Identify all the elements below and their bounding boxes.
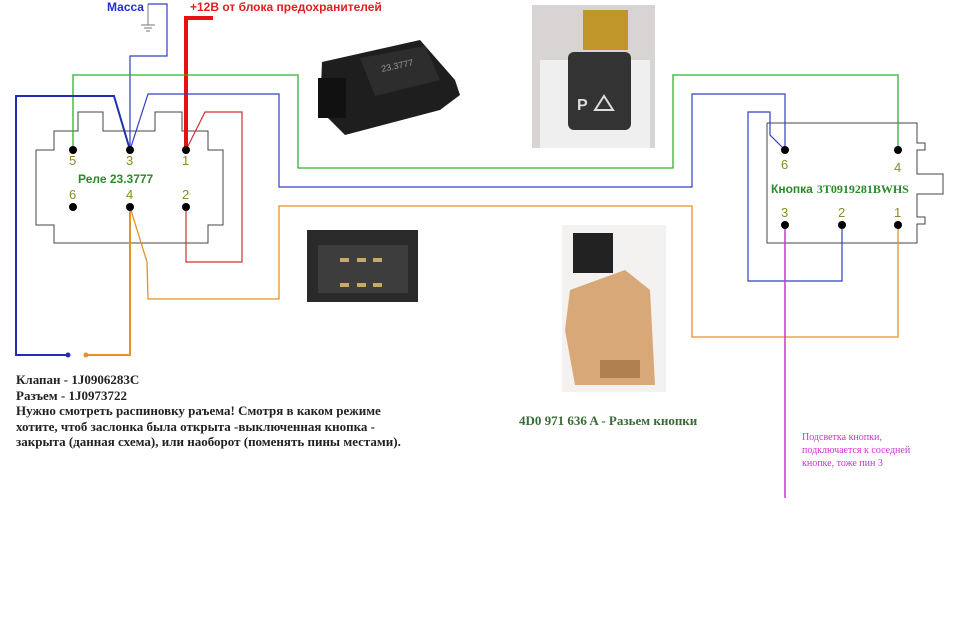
button-pin-1: 1 (894, 205, 902, 220)
relay-pin-dots (65, 146, 190, 358)
backlight-note-line: кнопке, тоже пин 3 (802, 458, 883, 469)
relay-title: Реле 23.3777 (78, 172, 154, 186)
green-wire (72, 74, 899, 169)
relay-pin-5: 5 (69, 153, 77, 168)
relay-pin-3: 3 (126, 153, 134, 168)
relay-pin-6: 6 (69, 187, 77, 202)
relay-connector-photo (307, 230, 418, 302)
pinout-note: Нужно смотреть распиновку раъема! Смотря… (16, 403, 401, 449)
power-wire (184, 16, 213, 150)
button-photo: P (532, 5, 655, 148)
power-label: +12В от блока предохранителей (190, 0, 382, 14)
orange-wire-button1 (129, 205, 899, 338)
notes: Клапан - 1J0906283C Разъем - 1J0973722 Н… (16, 372, 416, 450)
button-outline (766, 122, 944, 244)
button-plug-photo (562, 225, 666, 392)
connector-caption: 4D0 971 636 A - Разьем кнопки (519, 413, 698, 428)
button-pin-dots (781, 146, 902, 229)
button-part-number: 3T0919281BWHS (816, 182, 909, 196)
button-pin-4: 4 (894, 160, 902, 175)
button-title: Кнопка 3T0919281BWHS (771, 180, 909, 198)
blue-wire-button-bridge (747, 111, 843, 282)
ground-label: Масса (107, 0, 144, 14)
relay-photo: 23.3777 (318, 40, 460, 135)
orange-wire-valve (86, 207, 131, 356)
connector-part: Разъем - 1J0973722 (16, 387, 127, 403)
relay-pin-2: 2 (182, 187, 190, 202)
relay-outline (35, 111, 224, 244)
red-wire-pin1-pin2 (185, 111, 243, 263)
button-pin-2: 2 (838, 205, 846, 220)
backlight-note: Подсветка кнопки, подключается к соседне… (802, 431, 910, 470)
backlight-note-line: подключается к соседней (802, 445, 911, 456)
relay-pin-1: 1 (182, 153, 190, 168)
ground-wire (129, 3, 168, 150)
button-pin-6: 6 (781, 157, 789, 172)
backlight-note-line: Подсветка кнопки, (802, 432, 882, 443)
svg-text:P: P (577, 97, 588, 114)
button-word: Кнопка (771, 182, 813, 196)
blue-wire-valve (15, 95, 131, 356)
ground-symbol (141, 4, 155, 32)
button-pin-3: 3 (781, 205, 789, 220)
valve-part: Клапан - 1J0906283C (16, 372, 140, 387)
blue-wire-button6 (129, 93, 786, 188)
relay-pin-4: 4 (126, 187, 134, 202)
